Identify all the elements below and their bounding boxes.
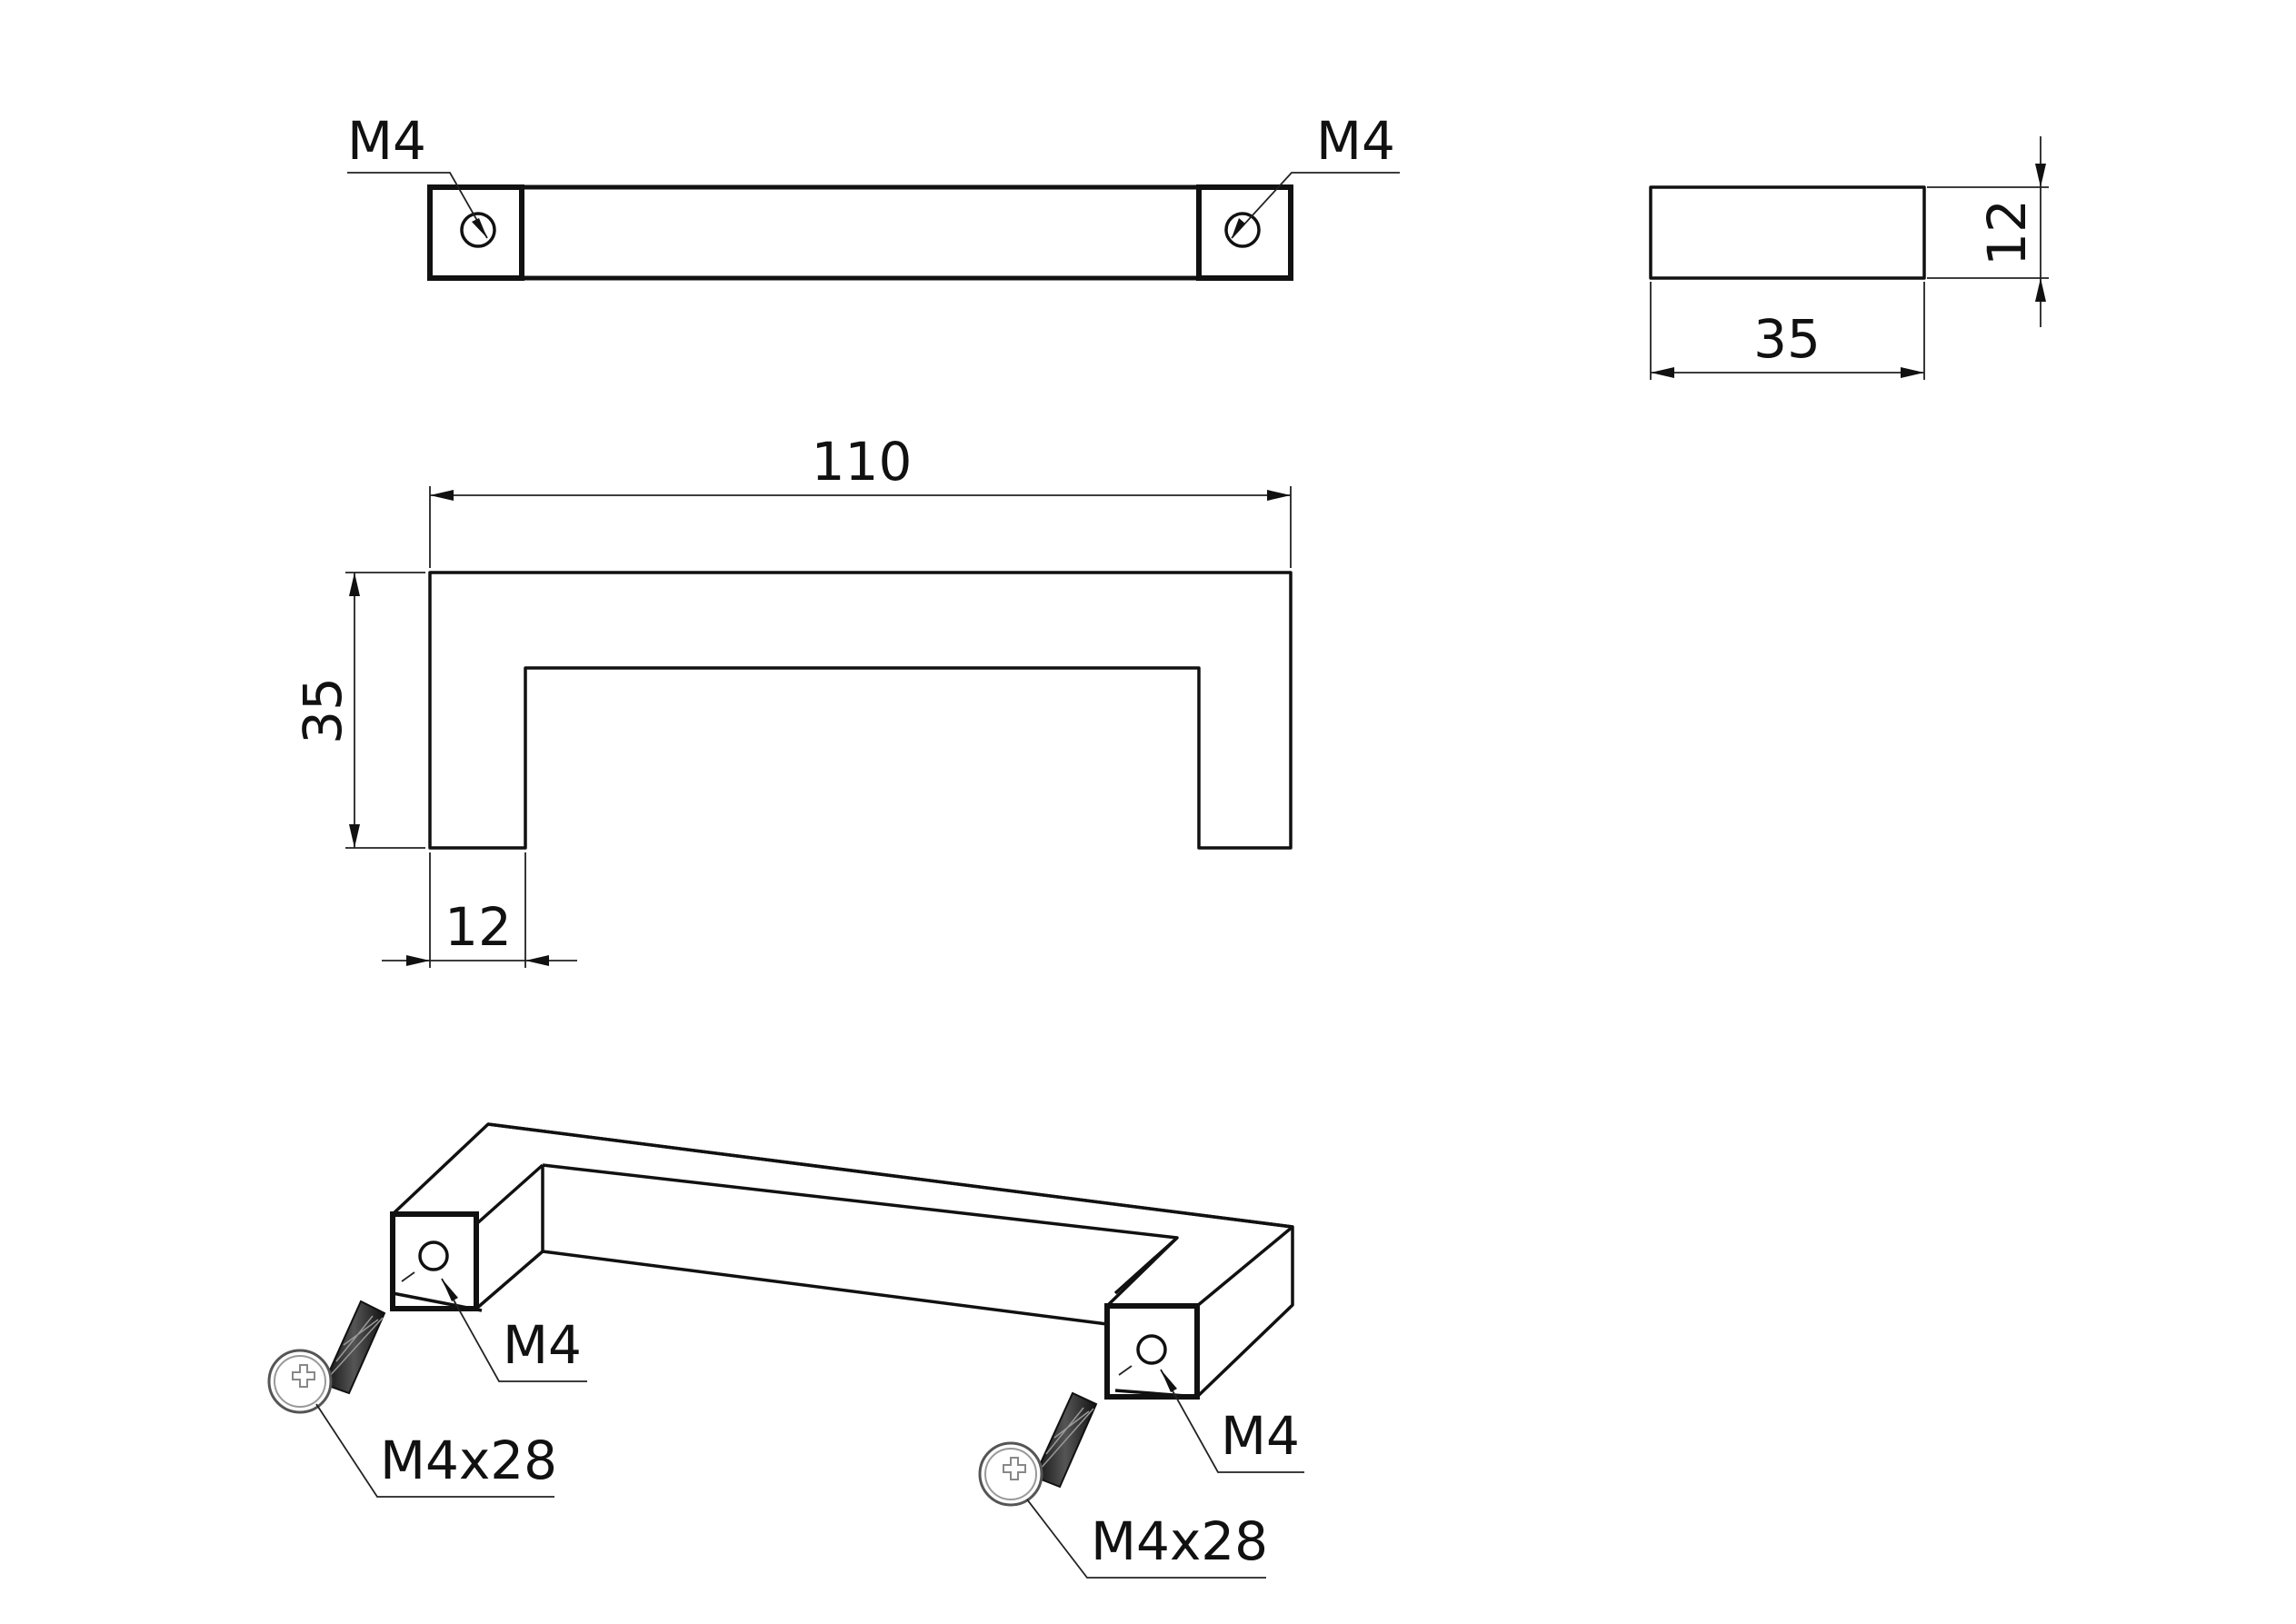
length-label: 110 <box>812 431 913 493</box>
top-left-hole-label: M4 <box>347 110 426 172</box>
height-label: 35 <box>292 677 354 744</box>
side-view: 12 35 <box>1649 136 2049 380</box>
iso-right-screw-leader <box>1026 1499 1266 1579</box>
iso-top-back-edge <box>487 1122 1293 1229</box>
iso-right-face <box>1195 1225 1294 1397</box>
iso-right-screw-label: M4x28 <box>1091 1510 1268 1572</box>
side-height-label: 12 <box>1976 199 2038 266</box>
leg-width-label: 12 <box>444 896 512 958</box>
iso-underside-edge <box>541 1165 1108 1326</box>
iso-left-screw-label: M4x28 <box>380 1430 557 1491</box>
handle-top-outline <box>427 184 1293 281</box>
right-hole-leader <box>1231 172 1400 239</box>
left-hole-leader <box>347 172 488 239</box>
left-hole-icon <box>460 212 496 248</box>
iso-left-end-face <box>390 1211 479 1311</box>
top-view: M4 M4 <box>347 110 1400 281</box>
right-screw-icon <box>978 1391 1098 1507</box>
iso-inner-edge <box>542 1163 1179 1295</box>
iso-right-hole-icon <box>1136 1334 1167 1365</box>
iso-right-hole-leader <box>1160 1369 1304 1473</box>
front-view: 110 35 12 <box>292 431 1293 968</box>
isometric-view: M4 M4 M4x28 M4x28 <box>267 1122 1304 1579</box>
iso-front-edge <box>474 1224 544 1310</box>
iso-left-hole-leader <box>441 1278 587 1382</box>
left-end-block <box>427 184 524 281</box>
side-width-label: 35 <box>1753 308 1821 370</box>
left-screw-icon <box>267 1300 386 1414</box>
right-hole-icon <box>1224 212 1261 248</box>
iso-left-hole-icon <box>418 1240 449 1271</box>
iso-left-hole-label: M4 <box>503 1314 582 1376</box>
iso-left-screw-leader <box>315 1403 554 1498</box>
iso-right-end-face <box>1104 1303 1200 1400</box>
side-profile-outline <box>1649 185 1926 280</box>
iso-right-hole-label: M4 <box>1221 1405 1300 1467</box>
right-end-block <box>1196 184 1293 281</box>
handle-front-outline <box>428 571 1293 850</box>
top-right-hole-label: M4 <box>1316 110 1395 172</box>
